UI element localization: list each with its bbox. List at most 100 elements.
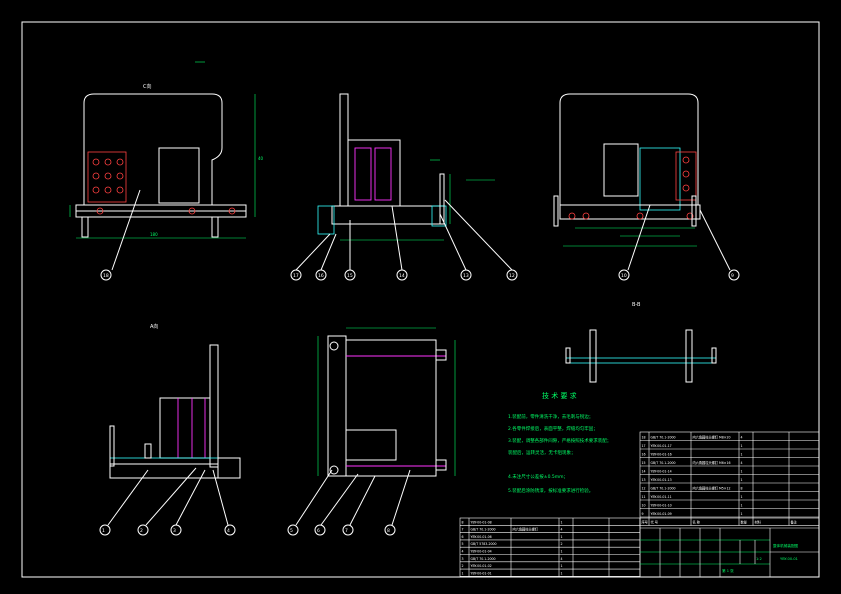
bom-upper-cell: 1 — [741, 470, 743, 474]
bom-lower-cell: 1 — [561, 564, 563, 568]
bom-lower-cell: 3 — [462, 557, 464, 561]
technical-notes: 技 术 要 求 1.装配前，零件清洗干净，去毛刺与锐边； 2.各零件焊接后，表面… — [508, 391, 611, 494]
balloon-7: 7 — [345, 528, 348, 534]
balloon-6: 6 — [317, 528, 320, 534]
bom-upper-cell: 10 — [642, 504, 646, 508]
bom-lower-cell: 1 — [561, 571, 563, 575]
bom-upper-cell: 17 — [642, 444, 646, 448]
bom-upper-cell: 13 — [642, 478, 646, 482]
bom-lower-cell: 内六角圆柱头螺钉 — [513, 527, 539, 532]
bom-upper-cell: 1 — [741, 453, 743, 457]
bom-upper-cell: 1 — [741, 444, 743, 448]
svg-text:180: 180 — [150, 232, 158, 237]
bom-upper-cell: 9 — [642, 512, 644, 516]
title-block: 整体机械装配图 YBY-00-01 1:2 第 1 张 — [639, 517, 820, 578]
bom-lower-cell: 8 — [462, 520, 464, 524]
bom-upper-frame — [639, 431, 820, 526]
front-view: C向 40 180 18 — [69, 61, 264, 281]
bom-upper-cell: 1 — [741, 504, 743, 508]
bom-upper-cell: 代 号 — [651, 520, 658, 525]
right-view: 10 9 — [553, 93, 740, 281]
section-a-label: A向 — [150, 323, 158, 330]
svg-text:40: 40 — [258, 156, 264, 161]
top-view: 5 6 7 8 — [287, 327, 456, 536]
bom-upper-cell: GB/T 70.1-2000 — [651, 487, 676, 491]
bom-lower-cell: 4 — [561, 557, 563, 561]
bom-lower-cell: 2 — [561, 542, 563, 546]
bom-lower-cell: YBY-00-01-04 — [471, 550, 492, 554]
bom-upper-cell: YBY-00-01-17 — [651, 444, 672, 448]
drawing-scale: 1:2 — [756, 557, 762, 561]
bom-lower-cell: YBY-00-01-06 — [471, 535, 492, 539]
bom-upper-cell: 1 — [741, 495, 743, 499]
balloon-12: 12 — [509, 273, 515, 279]
notes-line-2: 2.各零件焊接后，表面平整，焊缝均匀牢固； — [508, 425, 598, 432]
notes-line-6: 5.装配后涂防锈漆，按标准要求进行检验。 — [508, 487, 593, 494]
front-view-label: C向 — [143, 83, 152, 90]
bom-lower-cell: 1 — [561, 520, 563, 524]
bom-upper-cell: 备注 — [791, 520, 798, 525]
bom-lower-cell: 4 — [462, 550, 464, 554]
bom-upper-cell: 名 称 — [693, 520, 701, 525]
balloon-5: 5 — [290, 528, 293, 534]
side-view: 17 16 15 14 13 12 — [290, 93, 518, 281]
bom-upper-cell: YBY-00-01-16 — [651, 453, 672, 457]
balloon-13: 13 — [463, 273, 469, 279]
bom-lower-cell: GB/T 5783-2000 — [471, 542, 497, 546]
bom-upper-cell: 内六角圆柱头螺钉 M8×20 — [693, 435, 731, 440]
balloon-8: 8 — [387, 528, 390, 534]
balloon-1: 1 — [102, 528, 105, 534]
bom-upper-cell: GB/T 70.1-2000 — [651, 461, 676, 465]
section-b-view: B-B — [565, 302, 717, 383]
bom-lower-cell: 7 — [462, 528, 464, 532]
balloon-4: 4 — [227, 528, 230, 534]
balloon-15: 15 — [347, 273, 353, 279]
drawing-border — [21, 21, 820, 578]
balloon-17: 17 — [293, 273, 299, 279]
bom-lower-cell: YBY-00-01-02 — [471, 564, 492, 568]
bom-upper-cell: 内六角圆柱头螺钉 M6×16 — [693, 460, 731, 465]
balloon-2: 2 — [140, 528, 143, 534]
bom-upper-cell: 1 — [741, 478, 743, 482]
bom-upper-cell: 12 — [642, 487, 646, 491]
balloon-10: 10 — [621, 273, 627, 279]
bom-lower-cell: 4 — [561, 528, 563, 532]
bom-upper-cell: 4 — [741, 436, 743, 440]
bom-lower-cell: 1 — [462, 571, 464, 575]
bom-upper-cell: 15 — [642, 461, 646, 465]
bom-upper-cell: YBY-00-01-09 — [651, 512, 672, 516]
bom-upper-cell: 内六角圆柱头螺钉 M5×12 — [693, 486, 731, 491]
notes-line-3: 3.装配，调整各部件间隙，严格按照技术要求装配； — [508, 437, 611, 444]
bom-upper-cell: 16 — [642, 453, 646, 457]
bom-upper-cell: 14 — [642, 470, 646, 474]
notes-line-4: 装配后，运转灵活，无卡阻现象； — [508, 449, 576, 456]
bom-upper-cell: YBY-00-01-10 — [651, 504, 672, 508]
bom-upper-cell: 材料 — [755, 520, 762, 525]
bom-lower-cell: 5 — [462, 542, 464, 546]
balloon-14: 14 — [399, 273, 405, 279]
section-a-view: A向 1 2 3 4 — [99, 323, 241, 536]
bom-upper-cell: 1 — [741, 512, 743, 516]
notes-line-1: 1.装配前，零件清洗干净，去毛刺与锐边； — [508, 413, 593, 420]
bom-upper-cell: 18 — [642, 436, 646, 440]
bom-lower-cell: 6 — [462, 535, 464, 539]
section-b-label: B-B — [632, 302, 641, 308]
drawing-title: 整体机械装配图 — [773, 543, 799, 548]
bom-lower-cell: GB/T 70.1-2000 — [471, 528, 496, 532]
bom-upper-cell: YBY-00-01-14 — [651, 470, 672, 474]
balloon-18: 18 — [103, 273, 109, 279]
bom-upper-cell: 4 — [741, 461, 743, 465]
bom-upper-cell: 数量 — [741, 520, 748, 525]
balloon-16: 16 — [318, 273, 324, 279]
bom-lower-cell: GB/T 70.1-2000 — [471, 557, 496, 561]
bom-upper-cell: GB/T 70.1-2000 — [651, 436, 676, 440]
bom-upper-cell: 序号 — [642, 520, 648, 525]
balloon-3: 3 — [173, 528, 176, 534]
bom-lower-cell: 2 — [462, 564, 464, 568]
bom-lower-cell: 1 — [561, 535, 563, 539]
bom-upper-cell: 11 — [642, 495, 646, 499]
bom-upper-cell: 8 — [741, 487, 743, 491]
